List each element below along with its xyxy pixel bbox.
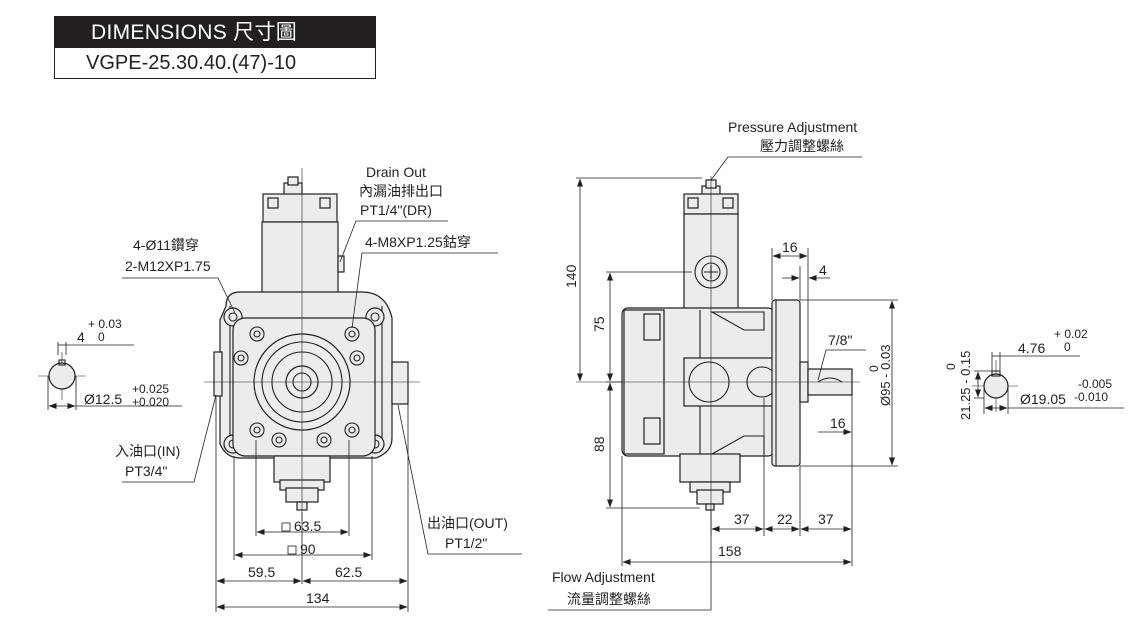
pressure-adjustment-label: Pressure Adjustment	[728, 119, 857, 135]
shaft-section-left	[48, 362, 76, 390]
outlet-label: 出油口(OUT)	[427, 515, 508, 531]
key-width-right: 4.76	[1018, 340, 1045, 356]
dim-square-90: 90	[300, 541, 316, 557]
dim-37a: 37	[734, 511, 750, 527]
dim-59: 59.5	[248, 564, 275, 580]
mount-thread-label: 2-M12XP1.75	[125, 258, 211, 274]
key-depth-right: 21.25 - 0.15	[958, 351, 973, 420]
outlet-thread-label: PT1/2"	[445, 535, 487, 551]
front-pressure-cap	[261, 176, 345, 311]
dim-134: 134	[306, 590, 330, 606]
tap-holes-label: 4-M8XP1.25鈷穿	[365, 234, 471, 250]
flow-adjustment-cn: 流量調整螺絲	[567, 591, 651, 607]
title-block: DIMENSIONS 尺寸圖 VGPE-25.30.40.(47)-10	[54, 16, 376, 79]
key-depth-tol-right: 0	[944, 363, 958, 370]
dim-158: 158	[718, 543, 742, 559]
shaft-tol-lower-right: -0.010	[1074, 390, 1108, 404]
shaft-key-detail-right: 4.76 + 0.02 0 21.25 - 0.15 0 Ø19.05 -0.0…	[944, 327, 1124, 420]
dim-16-shaft: 16	[830, 415, 846, 431]
pilot-dia: Ø95 - 0.03	[878, 345, 893, 406]
dim-62: 62.5	[335, 564, 362, 580]
dim-16-top: 16	[782, 239, 798, 255]
dim-140: 140	[563, 264, 579, 288]
taper-label: 7/8"	[828, 332, 852, 348]
pilot-tol: 0	[867, 365, 881, 372]
through-holes-label: 4-Ø11鑽穿	[133, 237, 199, 253]
shaft-tol-upper-left: +0.025	[132, 382, 169, 396]
inlet-label: 入油口(IN)	[115, 443, 180, 459]
key-tol-upper-left: + 0.03	[88, 317, 122, 331]
side-view: 140 75 88 16 4 7/8" 16 Ø95 - 0.03 0 37 2…	[548, 119, 898, 611]
shaft-tol-lower-left: +0.020	[132, 395, 169, 409]
drain-port-label: PT1/4"(DR)	[360, 202, 432, 218]
shaft-dia-left: Ø12.5	[84, 391, 122, 407]
shaft-section-right	[983, 373, 1009, 399]
drain-out-cn-label: 內漏油排出口	[359, 183, 443, 199]
dim-4: 4	[819, 262, 827, 278]
key-width-left: 4	[77, 329, 85, 345]
key-tol-upper-right: + 0.02	[1054, 327, 1088, 341]
flow-adjustment-label: Flow Adjustment	[552, 569, 655, 585]
pressure-adjustment-cn: 壓力調整螺絲	[760, 138, 844, 154]
inlet-thread-label: PT3/4"	[125, 463, 167, 479]
title-heading: DIMENSIONS 尺寸圖	[55, 17, 375, 48]
front-view: 63.5 90 59.5 62.5 134 Drain Out 內漏油排出口 P…	[115, 164, 522, 612]
model-number: VGPE-25.30.40.(47)-10	[86, 52, 297, 74]
shaft-dia-right: Ø19.05	[1020, 391, 1066, 407]
key-tol-lower-right: 0	[1064, 340, 1071, 354]
dim-22: 22	[777, 511, 793, 527]
dim-88: 88	[591, 436, 607, 452]
dim-75: 75	[591, 316, 607, 332]
drain-out-label: Drain Out	[366, 164, 426, 180]
shaft-key-detail-left: 4 + 0.03 0 Ø12.5 +0.025 +0.020	[38, 317, 182, 410]
key-tol-lower-left: 0	[98, 330, 105, 344]
dim-square-63: 63.5	[294, 518, 321, 534]
dim-37b: 37	[818, 511, 834, 527]
shaft-tol-upper-right: -0.005	[1078, 377, 1112, 391]
